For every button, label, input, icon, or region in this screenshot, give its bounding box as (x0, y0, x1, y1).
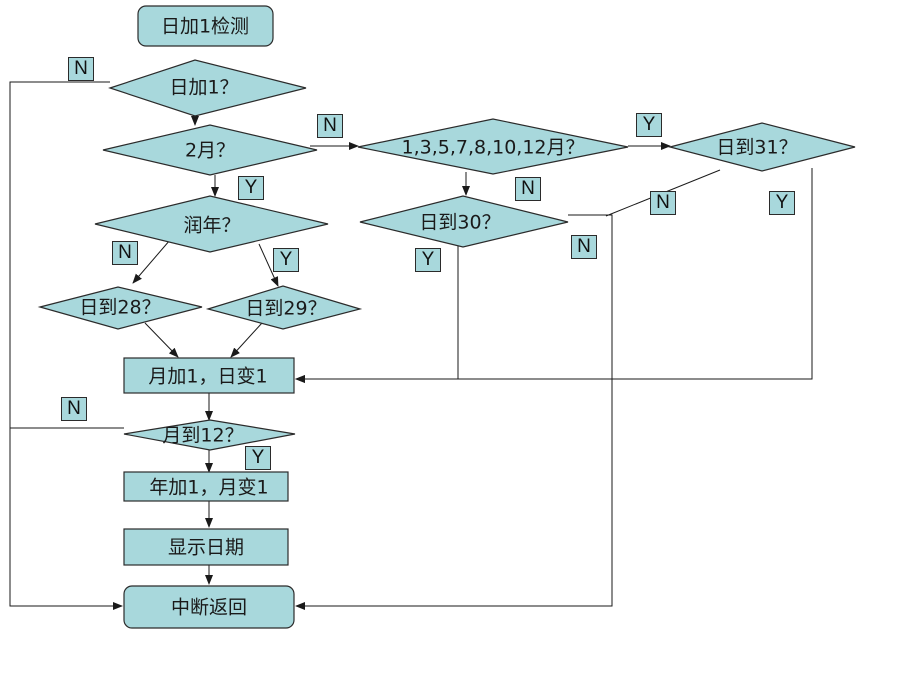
start-terminal (137, 5, 274, 47)
big-month-decision (357, 118, 629, 175)
day31-label: 日到31？ (716, 136, 798, 159)
edge-label-y: Y (238, 176, 264, 200)
start-label: 日加1检测 (160, 15, 250, 38)
edge-label-y: Y (415, 248, 441, 272)
day28-decision (37, 286, 203, 330)
edge-label-y: Y (769, 191, 795, 215)
leap-decision (94, 195, 329, 253)
feb-label: 2月？ (184, 139, 236, 162)
connectors (9, 81, 813, 610)
edge-label-n: N (61, 397, 87, 421)
end-terminal (123, 585, 295, 629)
edge-label-n: N (112, 241, 138, 265)
show-date-label: 显示日期 (167, 536, 245, 559)
day-add-label: 日加1？ (169, 76, 239, 99)
edge-label-y: Y (636, 113, 662, 137)
day29-label: 日到29？ (245, 297, 327, 320)
edge-leap-yes-to-day29 (258, 243, 279, 287)
edge-day31-yes-to-monthinc (295, 168, 813, 383)
year-inc-label: 年加1，月变1 (149, 476, 269, 499)
edge-leap-no-to-day28 (132, 239, 171, 284)
end-label: 中断返回 (170, 596, 248, 619)
edge-label-y: Y (245, 446, 271, 470)
edge-day30-no-to-end (295, 214, 613, 610)
month-inc-box (123, 357, 295, 394)
day-add-decision (108, 59, 307, 117)
edge-label-n: N (650, 191, 676, 215)
day31-decision (667, 122, 856, 172)
edge-day29-to-monthinc (230, 322, 263, 358)
month-inc-label: 月加1，日变1 (148, 365, 268, 388)
show-date-box (123, 528, 289, 566)
month12-label: 月到12？ (162, 424, 244, 447)
big-month-label: 1,3,5,7,8,10,12月？ (401, 136, 585, 159)
edge-label-y: Y (273, 248, 299, 272)
day29-decision (205, 285, 363, 330)
edge-day28-to-monthinc (144, 322, 179, 358)
edge-dayadd-no-to-end (9, 81, 123, 610)
day30-decision (359, 195, 569, 248)
feb-decision (102, 124, 318, 176)
day30-label: 日到30？ (419, 211, 501, 234)
edge-label-n: N (515, 177, 541, 201)
edge-label-n: N (68, 57, 94, 81)
edge-label-n: N (571, 235, 597, 259)
month12-decision (123, 419, 296, 451)
edge-label-n: N (317, 114, 343, 138)
day28-label: 日到28？ (79, 296, 161, 319)
year-inc-box (123, 471, 289, 502)
leap-label: 润年？ (183, 214, 241, 237)
